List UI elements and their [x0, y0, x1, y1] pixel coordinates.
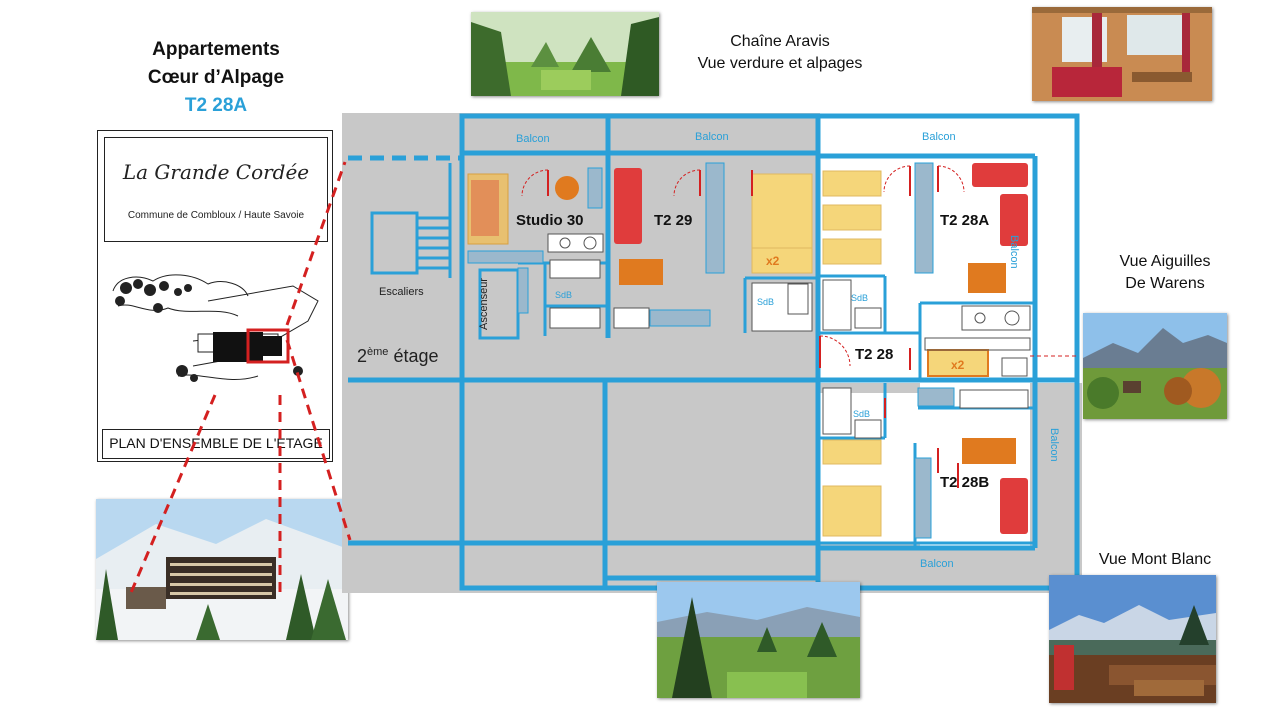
unit-label-t228: T2 28 [855, 346, 894, 363]
title-line-1: Appartements [152, 39, 280, 60]
caption-aiguilles-line1: Vue Aiguilles [1119, 253, 1211, 270]
photo-building [96, 499, 348, 640]
unit-label-t228b: T2 28B [940, 474, 990, 491]
floor-label-superscript: ème [367, 346, 389, 358]
caption-aiguilles-line2: De Warens [1125, 275, 1205, 292]
balcon-label-t229: Balcon [695, 131, 729, 143]
photo-montblanc [1049, 575, 1216, 703]
residence-name: La Grande Cordée [122, 160, 310, 184]
bathroom-label-t228b: SdB [853, 409, 871, 419]
site-plan-footer-label: PLAN D'ENSEMBLE DE L'ETAGE [109, 435, 323, 451]
balcon-label-t228b: Balcon [920, 558, 954, 570]
photo-meadow [471, 12, 659, 96]
site-plan-header: La Grande Cordée Commune de Combloux / H… [104, 137, 328, 242]
caption-montblanc: Vue Mont Blanc [1098, 551, 1212, 568]
floor-label: 2ème étage [357, 346, 438, 367]
site-plan: La Grande Cordée Commune de Combloux / H… [97, 130, 333, 462]
caption-aiguilles: Vue Aiguilles De Warens [1085, 251, 1245, 295]
bathroom-label-t229: SdB [757, 297, 775, 307]
bed-count-t228: x2 [951, 358, 965, 372]
floor-label-word: étage [393, 346, 439, 366]
site-sketch [112, 274, 319, 382]
stairs-label: Escaliers [379, 286, 424, 298]
unit-label-t228a: T2 28A [940, 212, 990, 229]
bathroom-label-studio30: SdB [555, 290, 573, 300]
unit-label-t229: T2 29 [654, 212, 693, 229]
bed-count-t229: x2 [766, 254, 780, 268]
photo-aiguilles [1083, 313, 1227, 419]
balcon-label-t228a: Balcon [922, 131, 956, 143]
floor-label-number: 2 [357, 346, 368, 366]
photo-valley [657, 582, 860, 698]
caption-aravis: Chaîne Aravis Vue verdure et alpages [660, 31, 900, 75]
photo-interior [1032, 7, 1212, 101]
title-unit: T2 28A [184, 95, 248, 116]
caption-aravis-line2: Vue verdure et alpages [697, 55, 863, 72]
floor-plan [342, 113, 1082, 593]
bathroom-label-t228a: SdB [851, 293, 869, 303]
unit-label-studio30: Studio 30 [516, 212, 584, 229]
page-title: Appartements Cœur d’Alpage T2 28A [100, 36, 332, 120]
balcon-label-studio30: Balcon [516, 133, 550, 145]
caption-aravis-line1: Chaîne Aravis [730, 33, 830, 50]
commune-name: Commune de Combloux / Haute Savoie [127, 210, 305, 221]
title-line-2: Cœur d’Alpage [147, 67, 285, 88]
site-plan-footer: PLAN D'ENSEMBLE DE L'ETAGE [102, 429, 330, 459]
